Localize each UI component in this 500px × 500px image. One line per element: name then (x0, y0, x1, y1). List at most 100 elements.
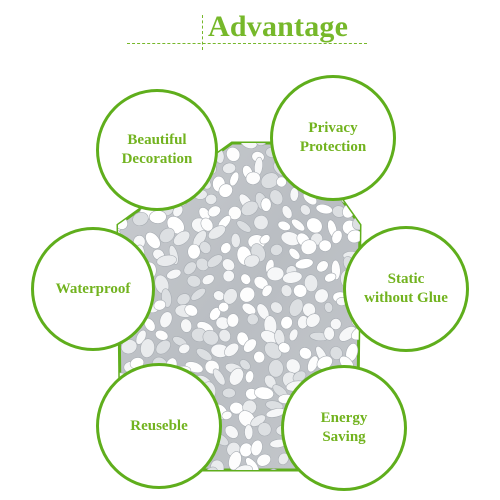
pebble (218, 329, 231, 343)
pebble (306, 217, 323, 234)
pebble (227, 205, 242, 220)
pebble (270, 301, 283, 314)
pebble (102, 353, 117, 373)
pebble (229, 367, 244, 386)
pebble (183, 261, 197, 275)
pebble (196, 348, 213, 361)
pebble (239, 359, 251, 371)
pebble (145, 231, 161, 249)
pebble (266, 468, 280, 470)
pebble (250, 439, 263, 457)
pebble (281, 205, 293, 219)
pebble (222, 162, 236, 174)
pebble (260, 172, 280, 189)
pebble (264, 341, 283, 360)
pebble (316, 260, 329, 273)
pebble (199, 241, 212, 254)
pebble (230, 232, 241, 248)
badge-waterproof: Waterproof (31, 227, 155, 351)
pebble (260, 197, 272, 212)
pebble (324, 272, 337, 283)
badge-label: Privacy Protection (299, 120, 367, 155)
pebble (246, 313, 259, 326)
pebble (254, 386, 274, 400)
pebble (282, 271, 303, 284)
pebble (195, 257, 210, 272)
pebble (245, 370, 254, 384)
pebble (218, 301, 230, 313)
pebble (226, 313, 240, 328)
pebble (153, 299, 167, 311)
pebble (288, 328, 299, 342)
pebble (261, 284, 273, 297)
pebble (294, 258, 314, 270)
pebble (347, 229, 360, 244)
pebble (299, 347, 312, 360)
pebble (222, 258, 235, 272)
badge-beautiful-decoration: Beautiful Decoration (96, 89, 218, 211)
pebble (224, 342, 240, 357)
pebble (155, 339, 171, 355)
badge-privacy-protection: Privacy Protection (270, 75, 396, 201)
badge-label: Beautiful Decoration (121, 132, 193, 167)
pebble (291, 218, 306, 232)
pebble (240, 273, 252, 285)
pebble (245, 171, 261, 185)
pebble (224, 425, 239, 439)
pebble (277, 220, 291, 231)
pebble (244, 424, 254, 440)
pebble (269, 189, 284, 206)
pebble (268, 359, 284, 378)
pebble (314, 288, 329, 304)
pebble (166, 268, 182, 280)
pebble (244, 254, 260, 268)
pebble (278, 342, 291, 354)
pebble (173, 230, 191, 246)
pebble (218, 183, 233, 198)
pebble (220, 242, 232, 254)
pebble (159, 311, 173, 329)
title-underline (127, 43, 367, 44)
pebble (240, 200, 259, 216)
pebble (293, 283, 308, 298)
pebble (239, 286, 256, 303)
page-title: Advantage (208, 10, 349, 43)
pebble (222, 387, 236, 399)
title-banner: Advantage (0, 0, 500, 60)
pebble (257, 422, 272, 437)
pebble (132, 211, 149, 227)
pebble (324, 302, 334, 313)
pebble (304, 274, 319, 292)
badge-label: Static without Glue (364, 271, 448, 306)
pebble (243, 338, 257, 353)
pebble (206, 254, 223, 268)
pebble (259, 234, 271, 245)
pebble (222, 269, 235, 283)
pebble (186, 275, 202, 288)
pebble (253, 350, 266, 364)
pebble (207, 225, 226, 240)
pebble (184, 304, 198, 317)
pebble (98, 473, 113, 487)
pebble (205, 193, 218, 205)
pebble (155, 329, 169, 341)
pebble (323, 326, 335, 341)
pebble (226, 146, 241, 162)
pebble (190, 287, 206, 301)
pebble (255, 143, 267, 147)
title-divider (202, 15, 203, 50)
badge-reuseble: Reuseble (96, 363, 222, 489)
pebble (187, 243, 201, 260)
pebble (299, 204, 311, 216)
pebble (221, 410, 233, 420)
pebble (266, 266, 285, 282)
pebble (201, 274, 215, 286)
pebble (212, 368, 226, 386)
pebble (318, 239, 332, 252)
pebble (176, 293, 191, 306)
pebble (140, 338, 155, 358)
pebble (159, 227, 175, 243)
pebble (241, 302, 257, 316)
pebble (180, 318, 193, 333)
